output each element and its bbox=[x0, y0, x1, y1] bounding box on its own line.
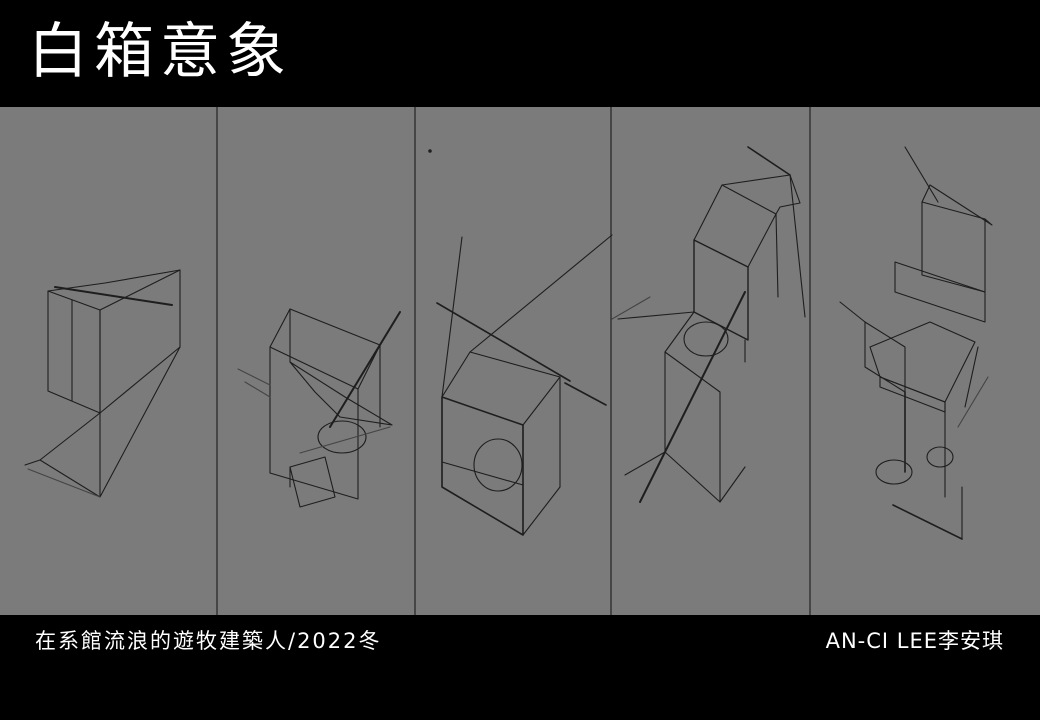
sketch-panel-4 bbox=[611, 146, 806, 503]
footer-bar: 在系館流浪的遊牧建築人/2022冬 AN-CI LEE李安琪 bbox=[0, 615, 1040, 720]
sketch-panel-5 bbox=[839, 146, 993, 540]
sketch-panel-3 bbox=[428, 149, 613, 536]
caption-text: 在系館流浪的遊牧建築人/2022冬 bbox=[35, 629, 382, 653]
author-name: AN-CI LEE李安琪 bbox=[825, 629, 1004, 653]
panel-dividers bbox=[216, 107, 811, 615]
sketch-panel-1 bbox=[24, 269, 181, 498]
sketch-image bbox=[0, 107, 1040, 615]
page-title: 白箱意象 bbox=[28, 17, 292, 87]
header-bar: 白箱意象 bbox=[0, 0, 1040, 107]
sketch-panel-2 bbox=[237, 308, 401, 508]
sketch-drawing bbox=[24, 107, 993, 615]
